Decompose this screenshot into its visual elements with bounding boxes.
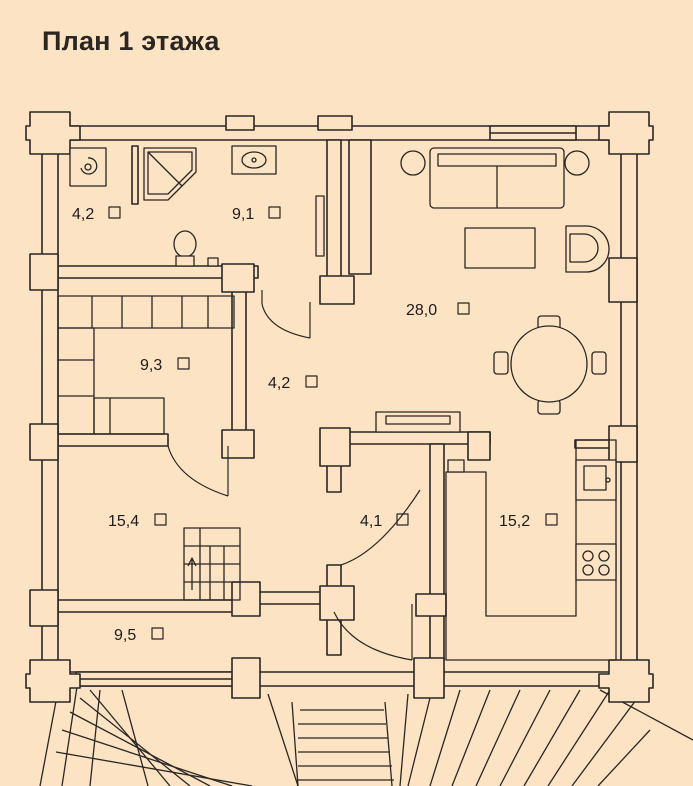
room-label-sauna: 9,3 (140, 357, 190, 374)
staircase (183, 527, 241, 601)
kitchen-sink-icon (575, 459, 617, 501)
room-label-bedroom: 15,4 (108, 513, 167, 530)
kitchen-counter (445, 439, 617, 661)
plan-title: План 1 этажа (42, 26, 220, 56)
room-label-washroom: 9,1 (232, 206, 281, 223)
furniture (57, 145, 617, 661)
doors (167, 290, 421, 661)
toilet-icon (173, 230, 197, 258)
svg-text:9,3: 9,3 (140, 357, 162, 374)
room-labels: 4,2 9,1 28,0 9,3 4,2 15,4 4,1 15,2 (72, 206, 558, 644)
svg-text:4,1: 4,1 (360, 513, 382, 530)
room-label-corridor: 4,1 (360, 513, 409, 530)
dining-table-icon (510, 325, 588, 403)
stove-icon (575, 543, 617, 581)
room-label-living-room: 28,0 (406, 302, 470, 319)
armchair-icon (564, 150, 590, 176)
log-posts (25, 111, 654, 703)
svg-text:15,2: 15,2 (499, 513, 530, 530)
fireplace-icon (375, 411, 461, 433)
room-label-hall: 4,2 (268, 375, 318, 392)
room-label-veranda: 9,5 (114, 627, 164, 644)
svg-text:15,4: 15,4 (108, 513, 139, 530)
svg-text:28,0: 28,0 (406, 302, 437, 319)
sink-icon (231, 145, 277, 175)
svg-text:9,1: 9,1 (232, 206, 254, 223)
boiler-icon (69, 147, 107, 187)
svg-text:9,5: 9,5 (114, 627, 136, 644)
porch-steps (39, 679, 693, 786)
svg-text:4,2: 4,2 (72, 206, 94, 223)
armchair-icon (565, 225, 610, 273)
svg-text:4,2: 4,2 (268, 375, 290, 392)
room-label-bathroom: 4,2 (72, 206, 121, 223)
armchair-icon (400, 150, 426, 176)
coffee-table-icon (464, 227, 536, 269)
sauna-bench (57, 295, 235, 435)
room-label-kitchen: 15,2 (499, 513, 558, 530)
